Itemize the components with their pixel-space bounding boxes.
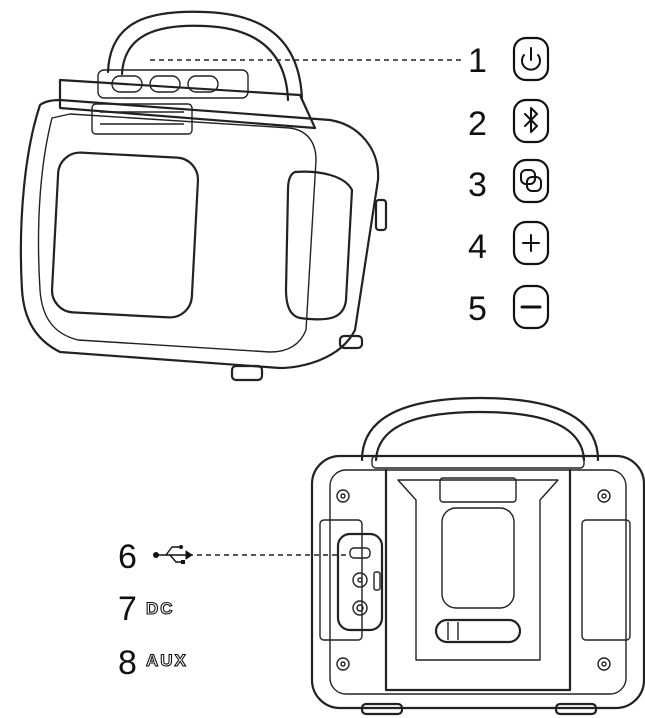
usb-port [349,547,371,559]
aux-port [352,600,368,616]
dc-port [352,572,368,588]
dc-icon: DC [146,599,175,618]
callout-number-5: 5 [468,290,487,328]
callout-5: 5 [468,284,550,330]
callout-number-1: 1 [468,42,487,80]
bluetooth-icon [524,107,538,133]
port-callout-7: 7 DC [118,590,175,628]
callout-number-3: 3 [468,166,487,204]
callout-4: 4 [468,220,550,266]
speaker-front-view [19,10,465,382]
callout-number-4: 4 [468,228,487,266]
port-callout-6: 6 [118,538,193,576]
port-number-6: 6 [118,538,137,576]
callout-3: 3 [468,158,550,204]
callout-1: 1 [468,36,550,82]
port-number-7: 7 [118,590,137,628]
mode-icon [520,169,542,192]
speaker-back-view [188,396,645,716]
aux-icon: AUX [146,651,188,670]
usb-icon [153,545,193,564]
plus-icon [522,234,540,252]
port-number-8: 8 [118,644,137,682]
power-icon [521,47,541,71]
callout-number-2: 2 [468,105,487,143]
callout-2: 2 [468,98,550,144]
port-callout-8: 8 AUX [118,644,188,682]
